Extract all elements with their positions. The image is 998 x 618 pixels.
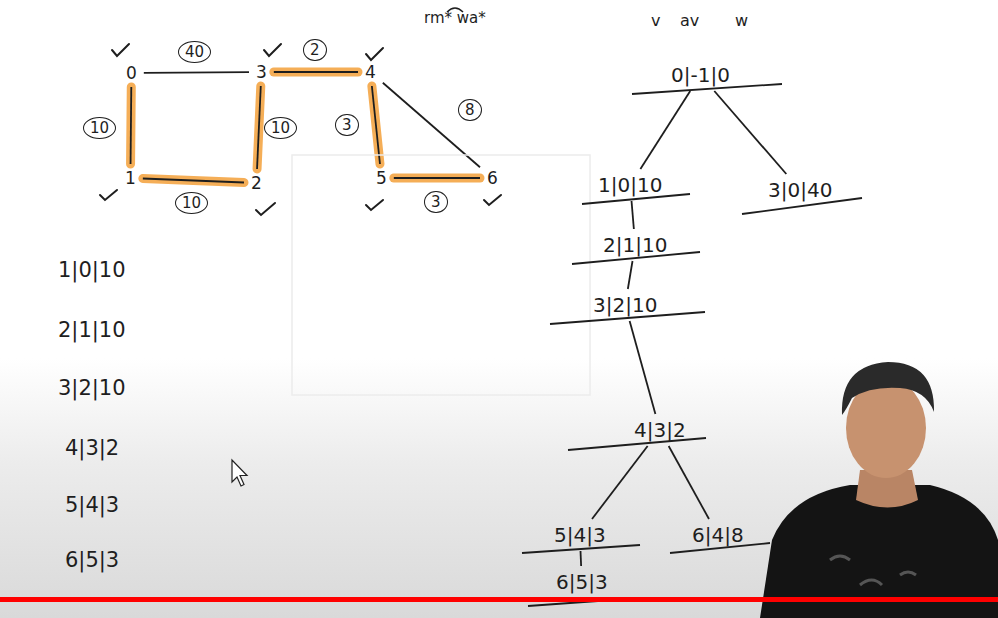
column-header: w: [735, 11, 748, 30]
list-entry: 1|0|10: [58, 258, 126, 282]
weight-text: 3: [342, 116, 352, 134]
graph-edge: [143, 178, 244, 182]
queue-entry: 5|4|3: [550, 522, 610, 548]
node-text: 2|1|10: [603, 233, 667, 257]
weight-text: 40: [185, 43, 204, 61]
tree-branch: [632, 201, 634, 229]
weight-text: 8: [465, 101, 475, 119]
label-text: rm* wa*: [424, 9, 486, 27]
queue-entry: 3|0|40: [764, 177, 836, 203]
edge-weight: 10: [175, 192, 208, 214]
mouse-cursor: [232, 460, 247, 486]
node-text: 6|5|3: [556, 570, 608, 594]
graph-edge: [394, 178, 480, 179]
graph-edge: [372, 86, 380, 164]
node-text: 5|4|3: [554, 523, 606, 547]
graph-edge: [257, 86, 261, 169]
scribble-note: rm* wa*: [424, 9, 486, 27]
edge-weight: 10: [264, 117, 297, 139]
tree-branch: [640, 91, 690, 169]
column-header: v: [651, 11, 660, 30]
node-text: 1: [125, 168, 136, 188]
node-text: 4|3|2: [634, 418, 686, 442]
weight-text: 10: [90, 119, 109, 137]
list-entry: 2|1|10: [58, 318, 126, 342]
presenter: [760, 362, 998, 618]
faint-frame: [292, 155, 590, 395]
vertex-label: 1: [121, 167, 140, 189]
node-text: 0: [126, 63, 137, 83]
node-text: 3|0|40: [768, 178, 832, 202]
node-text: 3|2|10: [593, 293, 657, 317]
edge-weight: 2: [303, 39, 327, 61]
label-text: 1|0|10: [58, 258, 126, 282]
label-text: 5|4|3: [65, 493, 119, 517]
queue-entry: 3|2|10: [589, 292, 661, 318]
label-text: 6|5|3: [65, 548, 119, 572]
edge-weight: 3: [335, 114, 359, 136]
vertex-label: 3: [252, 61, 271, 83]
vertex-label: 4: [361, 61, 380, 83]
queue-entry: 6|5|3: [552, 569, 612, 595]
edge-weight: 3: [424, 191, 448, 213]
label-text: 3|2|10: [58, 376, 126, 400]
queue-entry: 2|1|10: [599, 232, 671, 258]
label-text: w: [735, 11, 748, 30]
node-text: 3: [256, 62, 267, 82]
weight-text: 10: [271, 119, 290, 137]
progress-bar: [0, 597, 998, 602]
edge-weight: 10: [83, 117, 116, 139]
check-marks: [100, 44, 501, 215]
node-text: 6|4|8: [692, 523, 744, 547]
column-header: av: [680, 11, 699, 30]
node-text: 2: [251, 173, 262, 193]
tree-branch: [630, 321, 656, 414]
label-text: 4|3|2: [65, 436, 119, 460]
vertex-label: 5: [372, 167, 391, 189]
tree-branch: [628, 261, 633, 289]
vertex-label: 2: [247, 172, 266, 194]
graph-edge: [274, 72, 358, 73]
edge-weight: 40: [178, 41, 211, 63]
graph-edge: [130, 87, 132, 164]
tree-branch: [669, 446, 709, 519]
tree-branch: [592, 446, 648, 519]
node-text: 4: [365, 62, 376, 82]
weight-text: 10: [182, 194, 201, 212]
queue-entry: 4|3|2: [630, 417, 690, 443]
node-text: 0|-1|0: [671, 63, 730, 87]
edge-weight: 8: [458, 99, 482, 121]
list-entry: 4|3|2: [65, 436, 119, 460]
weight-text: 2: [310, 41, 320, 59]
vertex-label: 0: [122, 62, 141, 84]
vertex-label: 6: [483, 167, 502, 189]
queue-entry: 6|4|8: [688, 522, 748, 548]
node-text: 1|0|10: [598, 173, 662, 197]
list-entry: 6|5|3: [65, 548, 119, 572]
node-text: 6: [487, 168, 498, 188]
queue-entry: 0|-1|0: [667, 62, 734, 88]
tree-branch: [714, 91, 786, 174]
list-entry: 3|2|10: [58, 376, 126, 400]
queue-entry: 1|0|10: [594, 172, 666, 198]
list-entry: 5|4|3: [65, 493, 119, 517]
graph-edge: [144, 72, 249, 74]
label-text: av: [680, 11, 699, 30]
label-text: v: [651, 11, 660, 30]
weight-text: 3: [431, 193, 441, 211]
tree-branch: [580, 551, 582, 566]
label-text: 2|1|10: [58, 318, 126, 342]
node-text: 5: [376, 168, 387, 188]
